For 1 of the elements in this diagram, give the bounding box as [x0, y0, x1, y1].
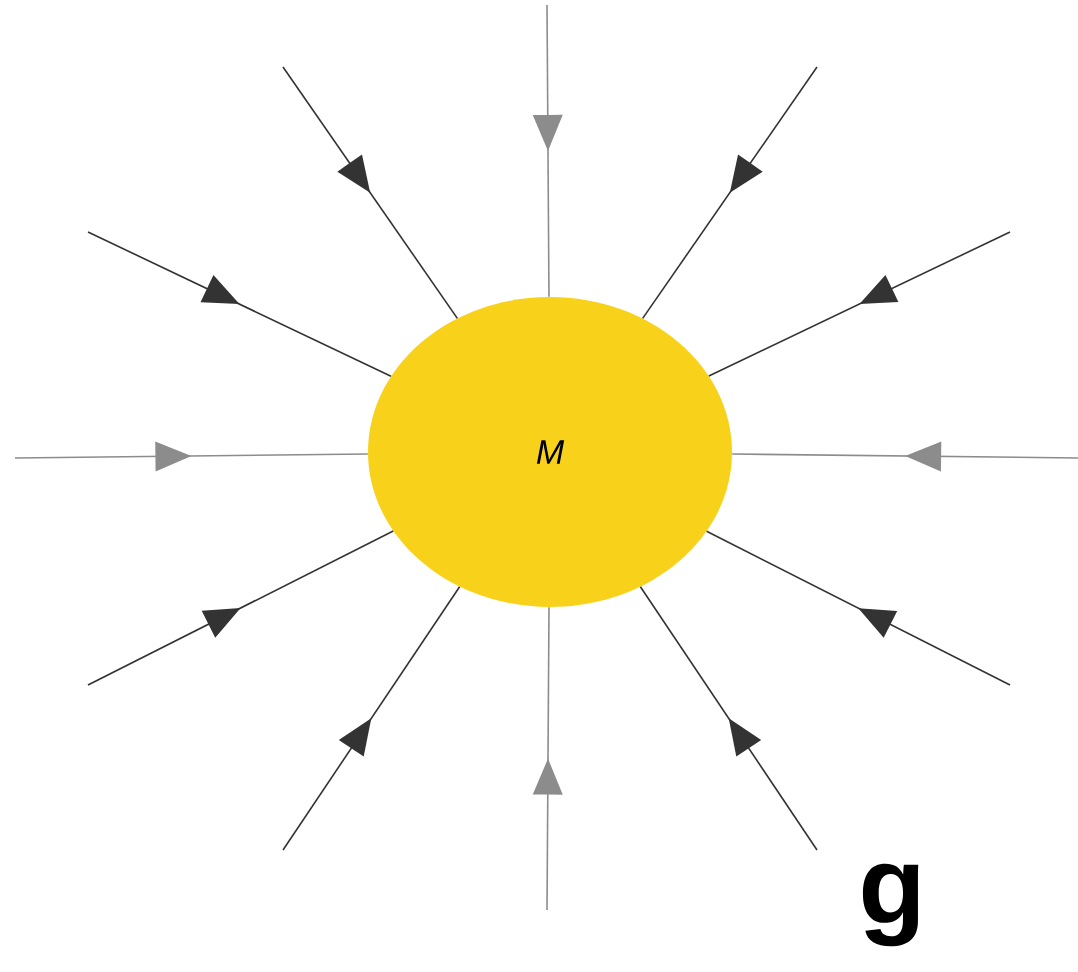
field-symbol: g: [862, 863, 919, 947]
